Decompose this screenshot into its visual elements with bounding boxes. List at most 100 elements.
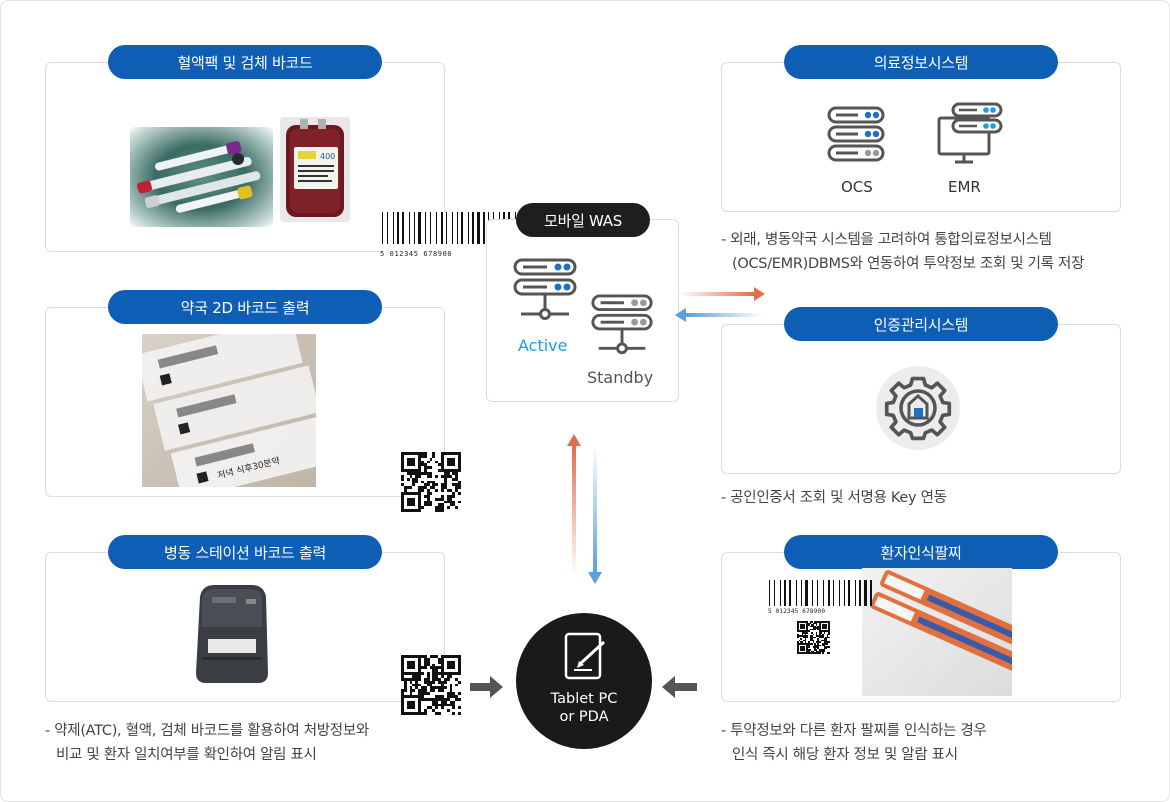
qr-module <box>435 503 439 507</box>
qr-module <box>446 709 450 713</box>
qr-module <box>435 509 439 512</box>
qr-module <box>415 655 419 658</box>
qr-module <box>452 497 456 501</box>
qr-module <box>406 689 410 693</box>
qr-module <box>452 454 456 458</box>
qr-module <box>409 700 413 704</box>
qr-module <box>426 494 430 498</box>
qr-module <box>403 660 407 664</box>
qr-module <box>432 500 436 504</box>
qr-module <box>418 706 421 710</box>
qr-module <box>423 489 427 492</box>
barcode-bar <box>387 212 388 244</box>
qr-module <box>443 460 447 464</box>
qr-module <box>426 663 430 667</box>
qr-module <box>458 692 461 695</box>
qr-module <box>429 466 433 470</box>
qr-module <box>432 491 436 495</box>
qr-module <box>443 686 447 690</box>
qr-module <box>441 497 444 501</box>
qr-module <box>418 689 421 693</box>
qr-module <box>418 483 421 487</box>
qr-module <box>426 454 430 458</box>
qr-module <box>825 646 827 648</box>
qr-module <box>822 628 824 631</box>
qr-module <box>828 649 830 651</box>
qr-module <box>435 666 439 670</box>
qr-module <box>403 686 407 690</box>
qr-module <box>455 686 459 690</box>
barcode-bar <box>457 212 458 244</box>
qr-module <box>441 686 444 690</box>
barcode-bar <box>833 580 834 606</box>
qr-module <box>435 497 439 501</box>
qr-module <box>822 631 824 634</box>
qr-module <box>401 660 404 664</box>
qr-module <box>446 477 450 481</box>
qr-module <box>409 694 413 698</box>
qr-module <box>801 642 804 645</box>
qr-module <box>406 703 410 707</box>
barcode-bar <box>771 580 773 606</box>
qr-module <box>806 624 808 626</box>
qr-module <box>807 641 810 643</box>
qr-module <box>421 689 424 693</box>
qr-module <box>446 471 450 475</box>
qr-module <box>418 466 421 470</box>
qr-module <box>826 628 829 631</box>
qr-module <box>403 457 407 461</box>
qr-module <box>412 697 416 701</box>
qr-module <box>406 471 410 475</box>
qr-module <box>815 628 818 631</box>
qr-module <box>458 697 461 701</box>
qr-module <box>818 638 821 640</box>
qr-module <box>401 663 404 667</box>
qr-module <box>421 454 424 458</box>
qr-module <box>458 663 461 667</box>
ocs-server-icon <box>827 106 885 162</box>
qr-module <box>406 497 410 501</box>
qr-module <box>801 649 804 651</box>
qr-module <box>409 474 413 478</box>
qr-module <box>441 706 444 710</box>
qr-module <box>406 489 410 492</box>
wristband-photo <box>862 568 1012 696</box>
qr-module <box>822 638 824 640</box>
qr-module <box>429 491 433 495</box>
qr-module <box>415 457 419 461</box>
qr-module <box>438 506 441 510</box>
medical-info-panel <box>721 62 1121 212</box>
qr-module <box>443 703 447 707</box>
qr-module <box>452 477 456 481</box>
qr-module <box>801 628 804 631</box>
qr-module <box>438 474 441 478</box>
qr-module <box>449 497 453 501</box>
qr-module <box>825 630 827 632</box>
barcode-bar <box>414 212 415 244</box>
qr-module <box>435 680 439 684</box>
qr-module <box>449 692 453 695</box>
qr-module <box>418 700 421 704</box>
qr-module <box>815 638 818 640</box>
qr-module <box>438 489 441 492</box>
qr-module <box>412 683 416 687</box>
qr-module <box>458 655 461 658</box>
qr-module <box>446 463 450 467</box>
medical-info-note: - 외래, 병동약국 시스템을 고려하여 통합의료정보시스템 (OCS/EMR)… <box>721 228 1084 276</box>
qr-module <box>403 477 407 481</box>
qr-module <box>811 644 813 647</box>
qr-module <box>815 644 818 647</box>
qr-module <box>409 663 413 667</box>
barcode-bar <box>776 580 779 606</box>
qr-module <box>807 650 810 653</box>
barcode-bar <box>803 580 804 606</box>
qr-module <box>426 463 430 467</box>
qr-module <box>818 630 821 632</box>
qr-module <box>435 689 439 693</box>
qr-module <box>458 694 461 698</box>
qr-module <box>820 638 823 640</box>
qr-module <box>443 477 447 481</box>
barcode-bar <box>796 580 797 606</box>
barcode-bar <box>828 580 830 606</box>
qr-module <box>421 669 424 673</box>
